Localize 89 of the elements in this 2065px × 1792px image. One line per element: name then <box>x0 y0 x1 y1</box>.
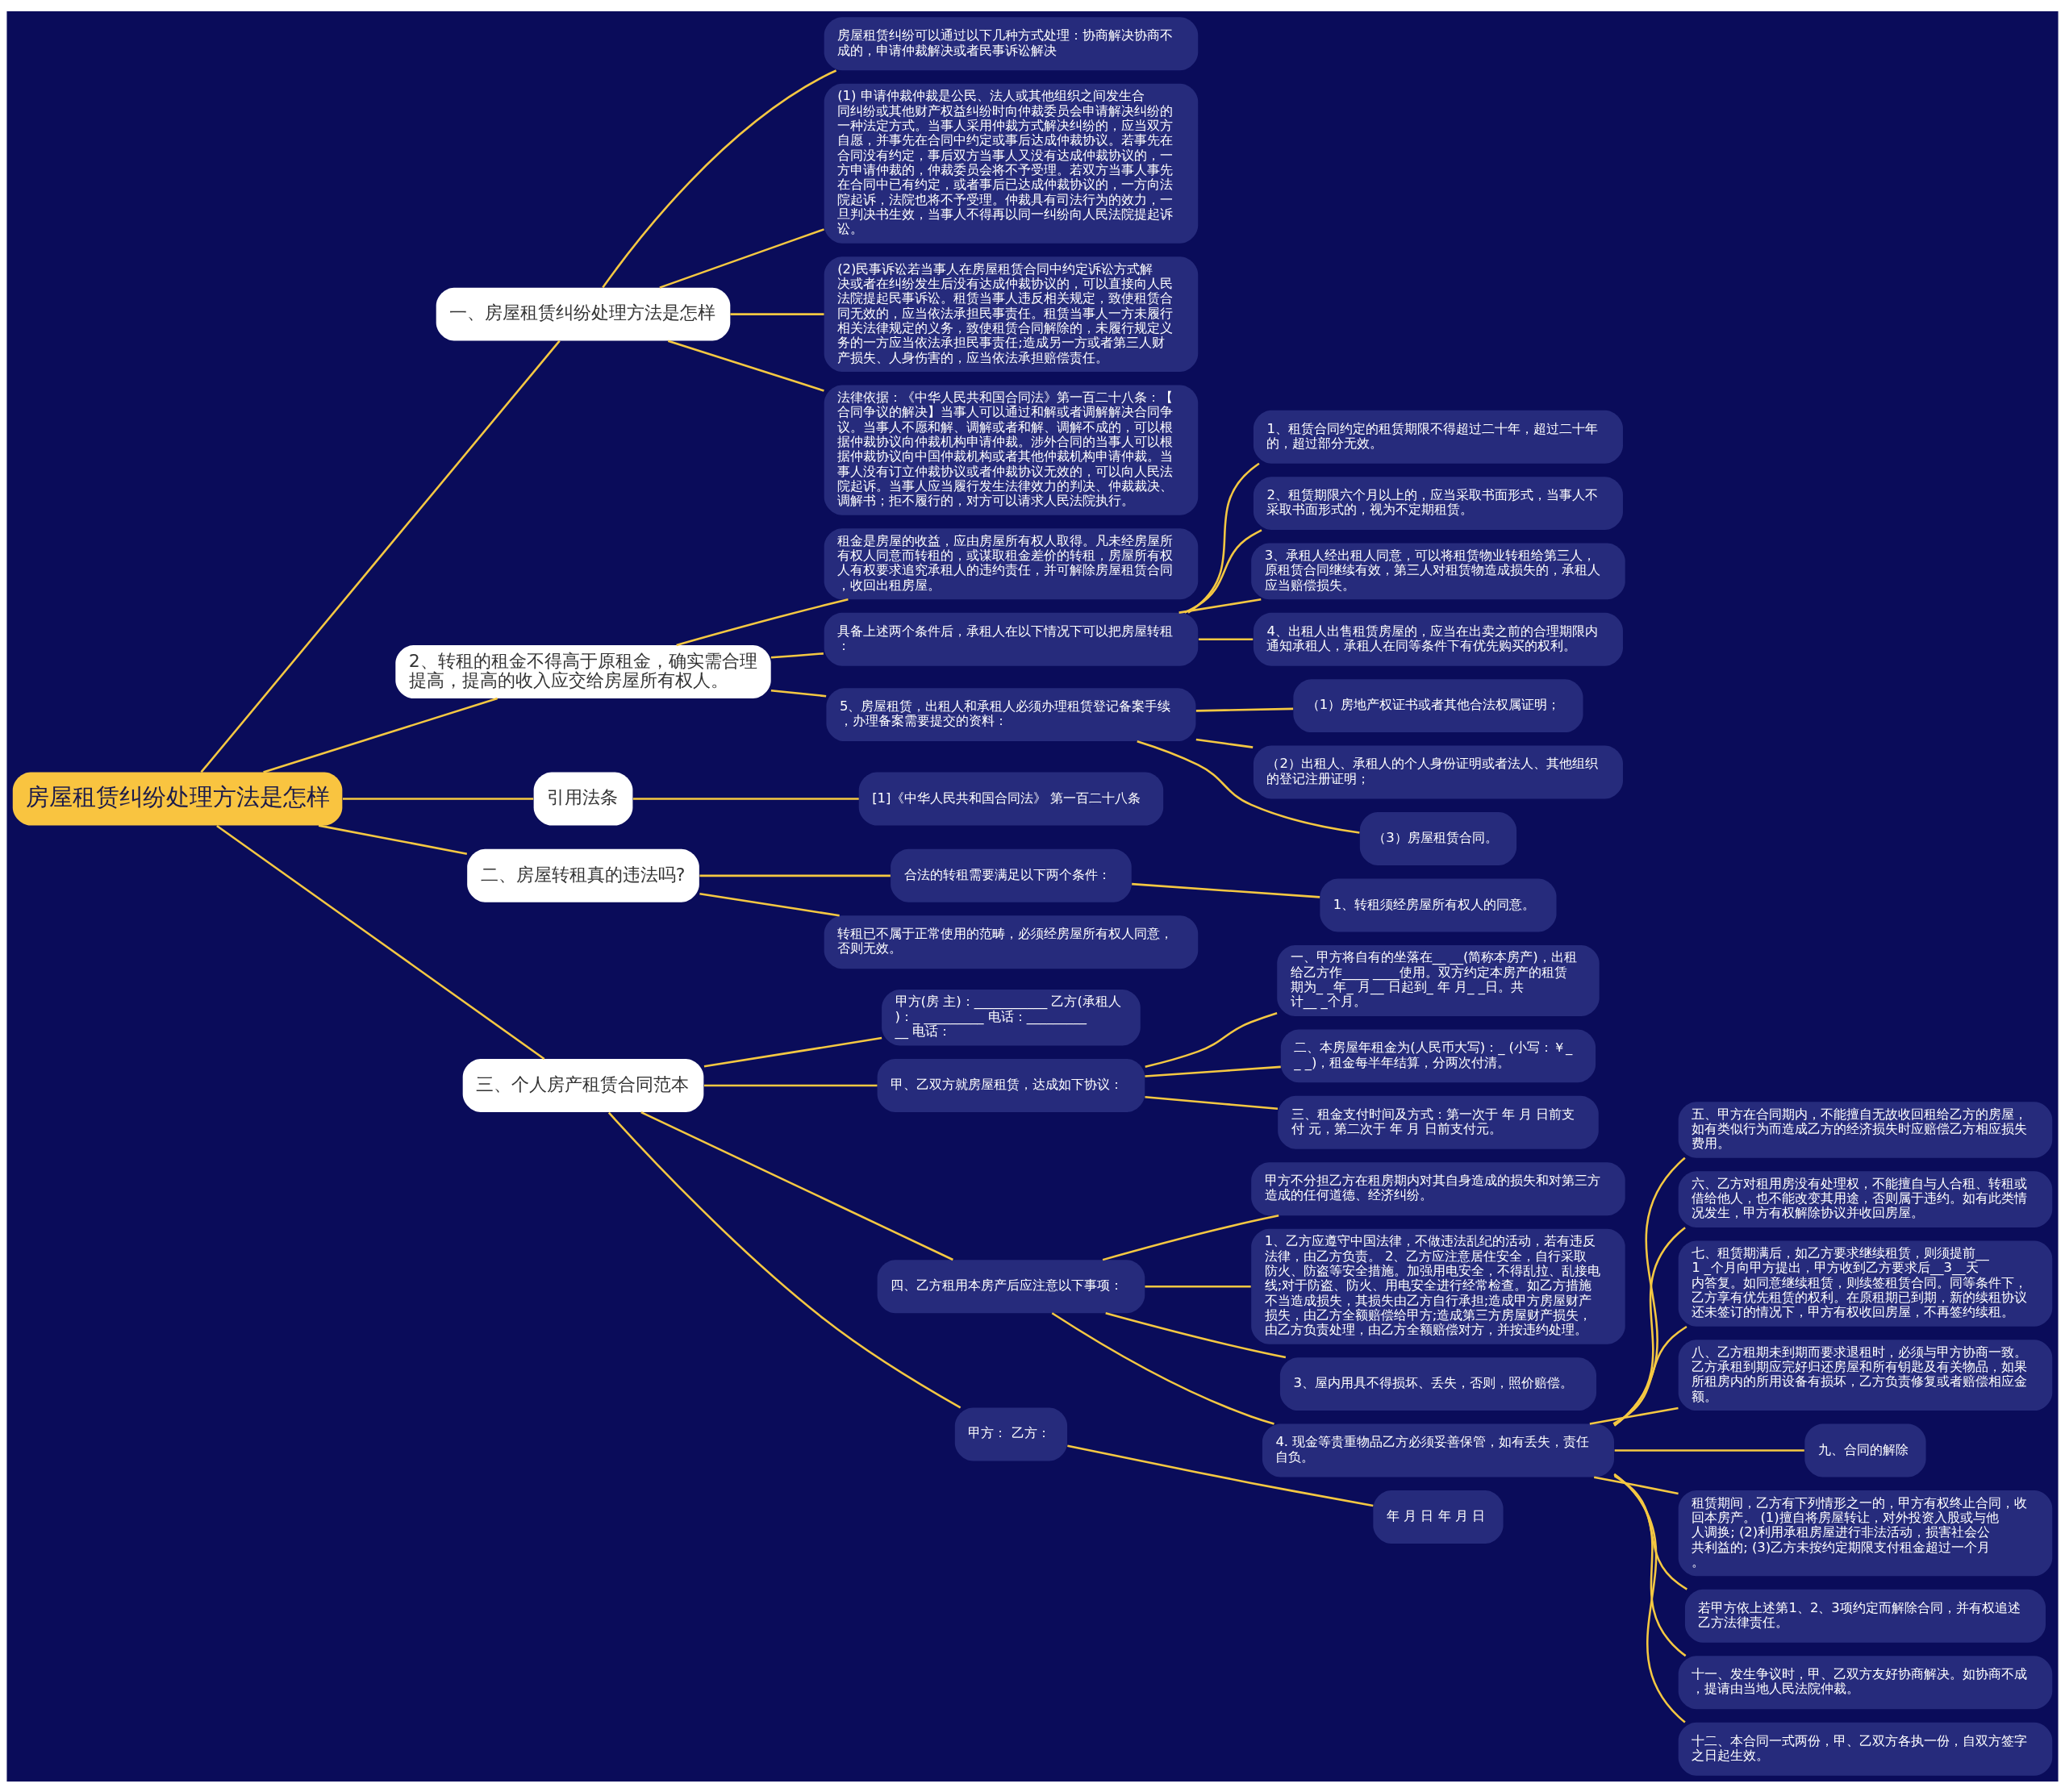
node-box: 2、转租的租金不得高于原租金，确实需合理提高，提高的收入应交给房屋所有权人。 <box>395 644 771 698</box>
connector <box>770 652 824 659</box>
node-box: 租金是房屋的收益，应由房屋所有权人取得。凡未经房屋所有权人同意而转租的，或谋取租金差价的转租，房屋所有权人有权要求追究承租人的违约责任，并可解除房屋租赁合同，收回出租房屋。 <box>824 527 1199 599</box>
node-box: 甲、乙双方就房屋租赁，达成如下协议： <box>877 1058 1145 1112</box>
node-box: 合法的转租需要满足以下两个条件： <box>891 848 1132 902</box>
node-box: （3）房屋租赁合同。 <box>1359 811 1517 865</box>
connector <box>1184 528 1262 614</box>
connector <box>1612 1325 1687 1424</box>
connector <box>263 697 499 773</box>
node-box: 六、乙方对租用房没有处理权，不能擅自与人合租、转租或借给他人，也不能改变其用途，否则属于违约。如有此类情况发生，甲方有权解除协议并收回房屋。 <box>1678 1170 2053 1227</box>
node-box: [1]《中华人民共和国合同法》 第一百二十八条 <box>858 772 1164 826</box>
connector <box>703 1084 878 1086</box>
node-box: 房屋租赁纠纷可以通过以下几种方式处理：协商解决协商不成的，申请仲裁解决或者民事诉讼解决 <box>824 16 1199 70</box>
node-box: 九、合同的解除 <box>1804 1423 1926 1477</box>
connector <box>1179 598 1262 614</box>
node-box: 1、乙方应遵守中国法律，不做违法乱纪的活动，若有违反法律，由乙方负责。 2、乙方应注意居住安全，自行采取防火、防盗等安全措施。加强用电安全，不得乱拉、乱接电线;对于防盗、防火、用电安全进行经常检查。如乙方措施不当造成损失，其损失由乙方自行承担;造成甲方房屋财产损失，由乙方全额赔偿给甲方;造成第三方房屋财产损失，由乙方负责处理，由乙方全额赔偿对方，并按违约处理。 <box>1251 1228 1625 1344</box>
node-box: 十一、发生争议时，甲、乙双方友好协商解决。如协商不成，提请由当地人民法院仲裁。 <box>1678 1655 2053 1709</box>
connector <box>1613 1156 1686 1427</box>
connector <box>607 1111 962 1408</box>
node-box: 甲方(房 主)：___________ 乙方(承租人)：_ _________ 电话：___________ 电话： <box>882 989 1141 1046</box>
node-box: 八、乙方租期未到期而要求退租时，必须与甲方协商一致。乙方承租到期应完好归还房屋和所有钥匙及有关物品，如果所租房内的所用设备有损坏，乙方负责修复或者赔偿相应金额。 <box>1678 1339 2053 1411</box>
connector <box>1187 462 1260 614</box>
connector <box>703 1036 882 1068</box>
connector <box>1145 1095 1279 1110</box>
node-box: 二、本房屋年租金为(人民币大写)：_ (小写：￥__ _)，租金每半年结算，分两次付清。 <box>1280 1028 1596 1082</box>
node-box: 4. 现金等贵重物品乙方必须妥善保管，如有丢失，责任自负。 <box>1262 1423 1614 1477</box>
node-box: 二、房屋转租真的违法吗? <box>467 848 699 902</box>
node-box: 甲方： 乙方： <box>954 1407 1068 1461</box>
node-box: 3、承租人经出租人同意，可以将租赁物业转租给第三人，原租赁合同继续有效，第三人对租赁物造成损失的，承租人应当赔偿损失。 <box>1251 543 1625 599</box>
connector <box>770 689 827 697</box>
connector <box>1614 1448 1804 1452</box>
connector <box>1613 1474 1687 1590</box>
node-box: 四、乙方租用本房产后应注意以下事项： <box>877 1259 1145 1313</box>
node-box: 具备上述两个条件后，承租人在以下情况下可以把房屋转租： <box>824 612 1199 666</box>
connector <box>1613 1226 1686 1426</box>
connector <box>699 874 891 877</box>
connector <box>1195 707 1294 712</box>
node-box: 甲方不分担乙方在租房期内对其自身造成的损失和对第三方造成的任何道德、经济纠纷。 <box>1251 1161 1625 1215</box>
connector <box>1613 1473 1687 1657</box>
node-box: 1、租赁合同约定的租赁期限不得超过二十年，超过二十年的，超过部分无效。 <box>1253 410 1623 464</box>
connector <box>200 340 561 773</box>
connector <box>216 824 545 1060</box>
connector <box>1198 637 1254 640</box>
connector <box>1593 1475 1679 1494</box>
node-box: 若甲方依上述第1、2、3项约定而解除合同，并有权追述乙方法律责任。 <box>1684 1589 2046 1643</box>
node-box: 十二、本合同一式两份，甲、乙双方各执一份，自双方签字之日起生效。 <box>1678 1722 2053 1776</box>
node-box: （2）出租人、承租人的个人身份证明或者法人、其他组织的登记注册证明； <box>1253 745 1623 799</box>
connector <box>667 340 824 392</box>
connector <box>1132 882 1320 898</box>
node-box: (1) 申请仲裁仲裁是公民、法人或其他组织之间发生合同纠纷或其他财产权益纠纷时向仲裁委员会申请解决纠纷的一种法定方式。当事人采用仲裁方式解决纠纷的，应当双方自愿，并事先在合同中约定或事后达成仲裁协议。若事先在合同没有约定，事后双方当事人又没有达成仲裁协议的，一方申请仲裁的，仲裁委员会将不予受理。若双方当事人事先在合同中已有约定，或者事后已达成仲裁协议的，一方向法院起诉，法院也将不予受理。仲裁具有司法行为的效力，一旦判决书生效，当事人不得再以同一纠纷向人民法院提起诉讼。 <box>824 83 1199 244</box>
node-box: 1、转租须经房屋所有权人的同意。 <box>1320 878 1557 931</box>
connector <box>699 892 840 917</box>
connector <box>1067 1444 1374 1507</box>
node-box: 5、房屋租赁，出租人和承租人必须办理租赁登记备案手续，办理备案需要提交的资料： <box>826 687 1196 741</box>
node-box: 房屋租赁纠纷处理方法是怎样 <box>12 772 343 826</box>
node-box: 引用法条 <box>533 772 633 826</box>
node-box: 转租已不属于正常使用的范畴，必须经房屋所有权人同意，否则无效。 <box>824 915 1199 969</box>
connector <box>730 312 824 315</box>
node-box: 年 月 日 年 月 日 <box>1373 1490 1504 1544</box>
node-box: 2、租赁期限六个月以上的，应当采取书面形式，当事人不采取书面形式的，视为不定期租赁。 <box>1253 476 1623 530</box>
connector <box>1195 738 1254 748</box>
node-box: 七、租赁期满后，如乙方要求继续租赁，则须提前__1 _个月向甲方提出，甲方收到乙方要求后__3__天内答复。如同意继续租赁，则续签租赁合同。同等条件下，乙方享有优先租赁的权利。在原租期已到期，新的续租协议还未签订的情况下，甲方有权收回房屋，不再签约续租。 <box>1678 1240 2053 1327</box>
connector <box>640 1111 953 1261</box>
node-box: 一、甲方将自有的坐落在__ __(简称本房产)，出租给乙方作____ ____使用。双方约定本房产的租赁期为_ _年_ 月__ 日起到_ 年 月_ _日。共计__ _个月。 <box>1277 944 1600 1016</box>
connector <box>1105 1311 1287 1358</box>
connector <box>1145 1285 1251 1287</box>
connector <box>1102 1214 1279 1261</box>
connector <box>1051 1311 1274 1425</box>
connector <box>659 227 824 289</box>
node-box: 租赁期间，乙方有下列情形之一的，甲方有权终止合同，收回本房产。 (1)擅自将房屋转让，对外投资入股或与他人调换; (2)利用承租房屋进行非法活动，损害社会公共利益的; (3)乙方未按约定期限支付租金超过一个月。 <box>1678 1490 2053 1576</box>
connector <box>1145 1065 1281 1077</box>
connector <box>318 823 468 855</box>
connector <box>1137 740 1360 834</box>
connector <box>1613 1473 1686 1723</box>
node-box: 三、个人房产租赁合同范本 <box>462 1058 704 1112</box>
connector <box>1145 1011 1278 1068</box>
connector <box>676 598 849 646</box>
node-box: 一、房屋租赁纠纷处理方法是怎样 <box>436 287 731 341</box>
node-box: 法律依据：《中华人民共和国合同法》第一百二十八条：【合同争议的解决】当事人可以通过和解或者调解解决合同争议。当事人不愿和解、调解或者和解、调解不成的，可以根据仲裁协议向仲裁机构申请仲裁。涉外合同的当事人可以根据仲裁协议向中国仲裁机构或者其他仲裁机构申请仲裁。当事人没有订立仲裁协议或者仲裁协议无效的，可以向人民法院起诉。当事人应当履行发生法律效力的判决、仲裁裁决、调解书；拒不履行的，对方可以请求人民法院执行。 <box>824 385 1199 515</box>
connector <box>632 797 859 800</box>
connector <box>1589 1407 1679 1425</box>
node-box: 三、租金支付时间及方式：第一次于 年 月 日前支付 元，第二次于 年 月 日前支付元。 <box>1278 1095 1599 1149</box>
connector <box>343 797 534 800</box>
node-box: 五、甲方在合同期内，不能擅自无故收回租给乙方的房屋，如有类似行为而造成乙方的经济损失时应赔偿乙方相应损失费用。 <box>1678 1101 2053 1158</box>
node-box: （1）房地产权证书或者其他合法权属证明； <box>1293 678 1583 732</box>
node-box: (2)民事诉讼若当事人在房屋租赁合同中约定诉讼方式解决或者在纠纷发生后没有达成仲裁协议的，可以直接向人民法院提起民事诉讼。租赁当事人违反相关规定，致使租赁合同无效的，应当依法承担民事责任。租赁当事人一方未履行相关法律规定的义务，致使租赁合同解除的，未履行规定义务的一方应当依法承担民事责任;造成另一方或者第三人财产损失、人身伤害的，应当依法承担赔偿责任。 <box>824 256 1199 372</box>
node-box: 3、屋内用具不得损坏、丢失，否则，照价赔偿。 <box>1279 1357 1596 1411</box>
connector <box>602 69 837 288</box>
node-box: 4、出租人出售租赁房屋的，应当在出卖之前的合理期限内通知承租人，承租人在同等条件下有优先购买的权利。 <box>1253 612 1623 666</box>
